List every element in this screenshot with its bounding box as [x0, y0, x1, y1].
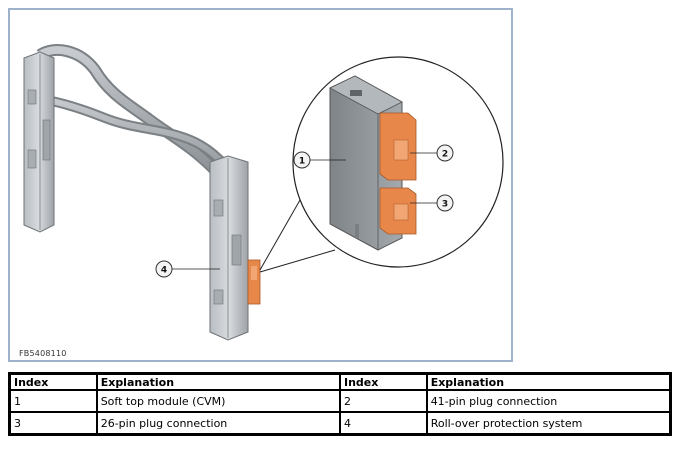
- legend-table: Index Explanation Index Explanation 1 So…: [8, 372, 672, 436]
- header-explanation-1: Explanation: [95, 372, 341, 391]
- index-cell: 4: [338, 411, 428, 436]
- diagram-illustration: 1 2 3 4: [23, 44, 504, 341]
- header-index-1: Index: [8, 372, 98, 391]
- zoom-detail: [292, 56, 504, 268]
- callout-4-label: 4: [161, 266, 167, 276]
- header-index-2: Index: [338, 372, 428, 391]
- index-cell: 2: [338, 389, 428, 413]
- header-explanation-2: Explanation: [425, 372, 672, 391]
- figure-id-label: FB5408110: [19, 349, 67, 358]
- table-row: 1 Soft top module (CVM) 2 41-pin plug co…: [8, 389, 672, 413]
- diagram-figure: 1 2 3 4 FB5408110: [8, 8, 513, 362]
- roll-over-bar: [23, 44, 261, 341]
- explanation-cell: 41-pin plug connection: [425, 389, 672, 413]
- explanation-cell: 26-pin plug connection: [95, 411, 341, 436]
- callout-2-label: 2: [442, 150, 448, 160]
- zoom-leader-line: [259, 199, 301, 271]
- index-cell: 1: [8, 389, 98, 413]
- callout-3-label: 3: [442, 200, 448, 210]
- callout-1-label: 1: [299, 157, 305, 167]
- callout-3: [436, 194, 454, 212]
- index-cell: 3: [8, 411, 98, 436]
- callout-4: [155, 260, 173, 278]
- legend-header-row: Index Explanation Index Explanation: [8, 372, 672, 391]
- callout-1: [293, 151, 311, 169]
- callout-2: [436, 144, 454, 162]
- explanation-cell: Soft top module (CVM): [95, 389, 341, 413]
- table-row: 3 26-pin plug connection 4 Roll-over pro…: [8, 411, 672, 436]
- explanation-cell: Roll-over protection system: [425, 411, 672, 436]
